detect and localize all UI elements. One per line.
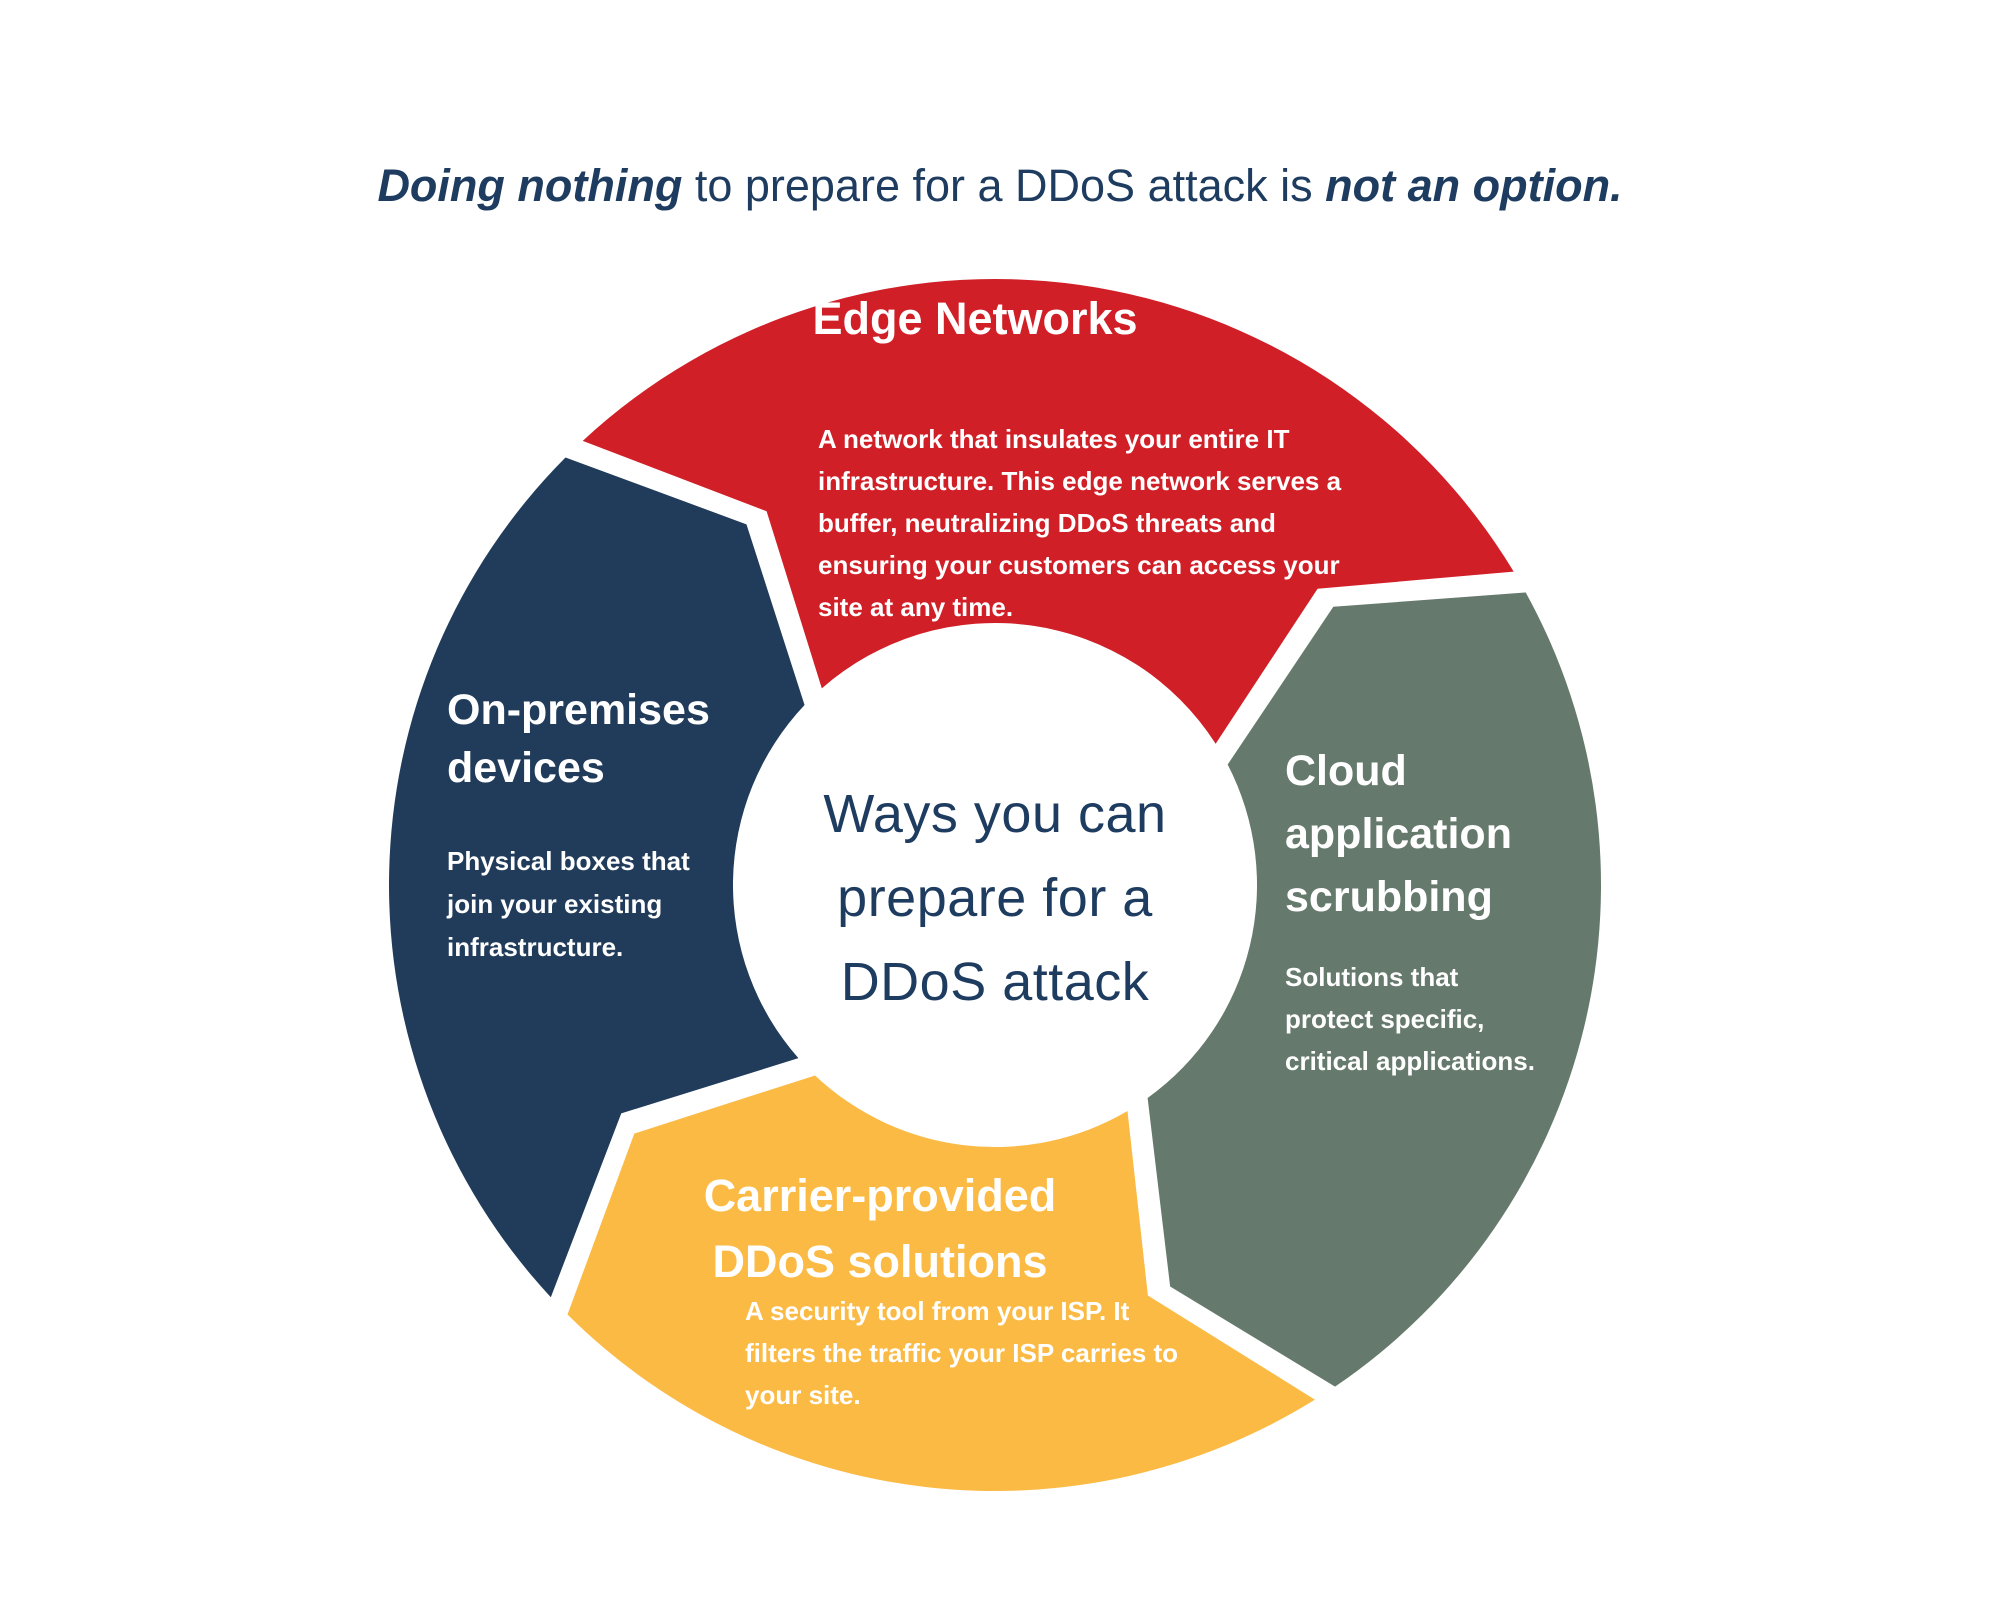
cloud-application-scrubbing-shape <box>1147 592 1602 1387</box>
cloud-application-scrubbing-heading: Cloud application scrubbing <box>1285 747 1512 921</box>
title-emphasis-1: Doing nothing <box>377 160 683 211</box>
title-emphasis-2: not an option. <box>1325 160 1623 211</box>
on-premises-devices-shape <box>388 457 805 1298</box>
edge-networks-description: A network that insulates your entire IT … <box>818 424 1342 622</box>
carrier-provided-ddos-solutions-description: A security tool from your ISP. It filter… <box>745 1296 1178 1410</box>
cloud-application-scrubbing-description: Solutions that protect specific, critica… <box>1285 962 1535 1076</box>
carrier-provided-ddos-solutions-heading: Carrier-provided DDoS solutions <box>703 1170 1057 1287</box>
carrier-provided-ddos-solutions-shape <box>567 1075 1315 1491</box>
page-title: Doing nothing to prepare for a DDoS atta… <box>0 108 2000 212</box>
title-regular: to prepare for a DDoS attack is <box>682 160 1326 211</box>
on-premises-devices-heading: On-premises devices <box>447 686 710 792</box>
edge-networks-shape <box>582 278 1514 744</box>
on-premises-devices-description: Physical boxes that join your existing i… <box>447 846 690 962</box>
center-label: Ways you can prepare for a DDoS attack <box>823 784 1167 1012</box>
edge-networks-heading: Edge Networks <box>812 293 1138 344</box>
